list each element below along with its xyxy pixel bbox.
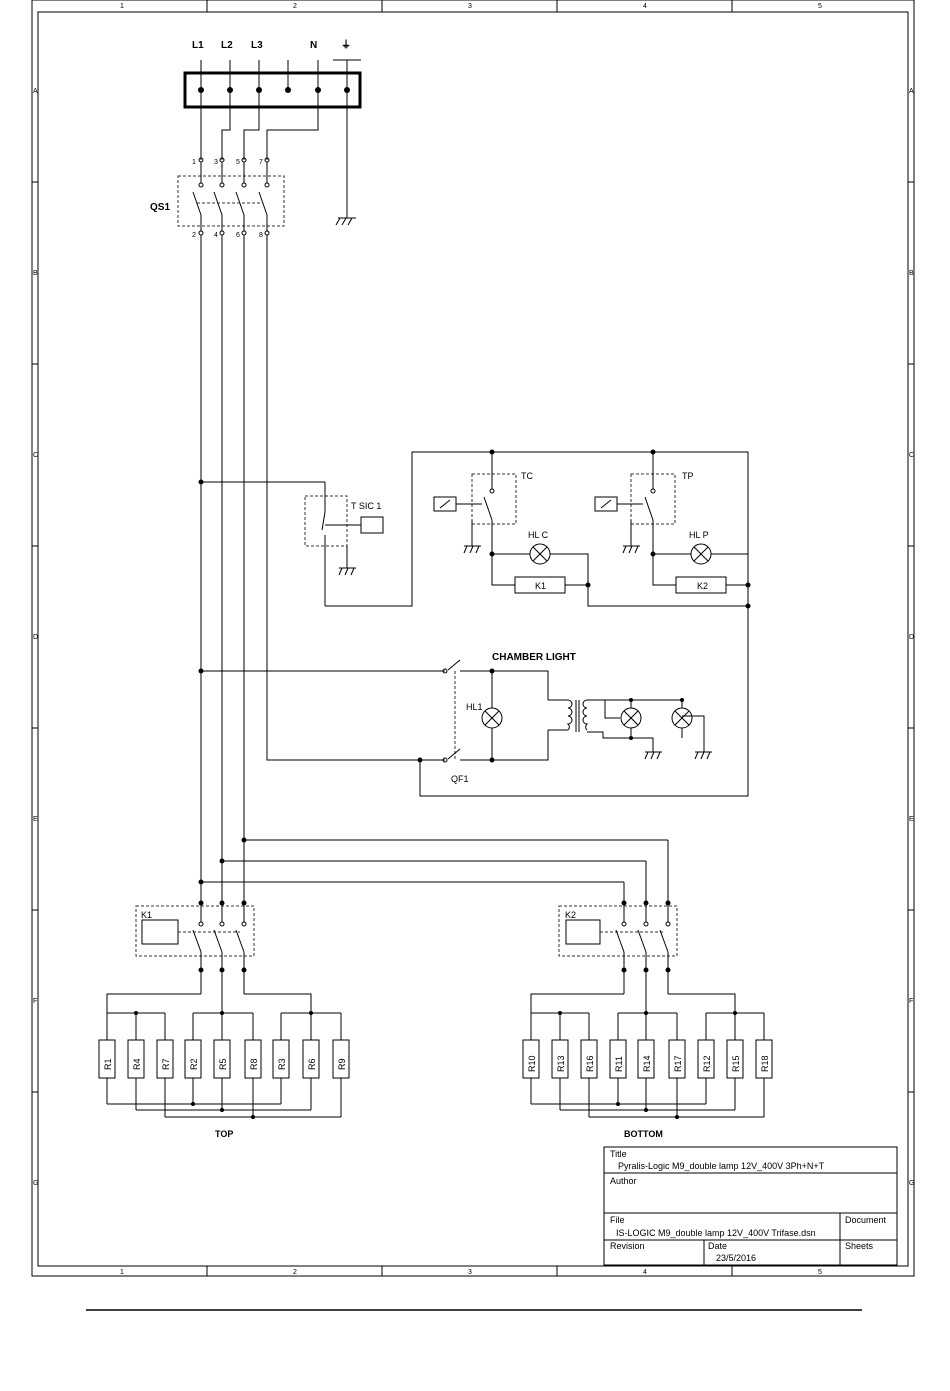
- resistor-r15-label: R15: [731, 1055, 741, 1072]
- resistor-r17-label: R17: [673, 1055, 683, 1072]
- col-label-3: 3: [468, 3, 472, 10]
- col-label-5-bottom: 5: [818, 1269, 822, 1276]
- terminal-pe-label: ⏚: [341, 39, 351, 51]
- col-label-4: 4: [643, 3, 647, 10]
- resistor-r3-label: R3: [277, 1058, 287, 1070]
- qs1-pin-7: 7: [259, 159, 263, 166]
- resistor-r4-label: R4: [132, 1058, 142, 1070]
- drawing-frame: [31, 0, 915, 1277]
- sheets-label: Sheets: [845, 1241, 874, 1251]
- resistor-r2-label: R2: [189, 1058, 199, 1070]
- frame-labels: 1 2 3 4 5 1 2 3 4 5 A B C D E F G A B C …: [33, 3, 914, 1276]
- qs1-pin-6: 6: [236, 232, 240, 239]
- tp-label: TP: [682, 471, 694, 481]
- resistor-r6-label: R6: [307, 1058, 317, 1070]
- col-label-1: 1: [120, 3, 124, 10]
- qs1-pin-1: 1: [192, 159, 196, 166]
- row-label-f-right: F: [909, 998, 913, 1005]
- row-label-c: C: [33, 452, 38, 459]
- document-label: Document: [845, 1215, 887, 1225]
- row-label-b: B: [33, 270, 38, 277]
- k2-label: K2: [565, 910, 576, 920]
- col-label-1-bottom: 1: [120, 1269, 124, 1276]
- col-label-5: 5: [818, 3, 822, 10]
- resistor-r14-label: R14: [642, 1055, 652, 1072]
- chamber-light-circuit: CHAMBER LIGHT HL1: [198, 606, 749, 797]
- col-label-4-bottom: 4: [643, 1269, 647, 1276]
- tc-label: TC: [521, 471, 533, 481]
- date-label: Date: [708, 1241, 727, 1251]
- terminal-l3-label: L3: [251, 40, 263, 51]
- col-label-2: 2: [293, 3, 297, 10]
- qs1-label: QS1: [150, 202, 170, 213]
- k1-coil-label: K1: [535, 581, 546, 591]
- resistor-r13-label: R13: [556, 1055, 566, 1072]
- contactor-feeds: [198, 837, 671, 922]
- k2-contactor: K2: [558, 905, 678, 1010]
- resistor-r12-label: R12: [702, 1055, 712, 1072]
- terminal-l2-label: L2: [221, 40, 233, 51]
- row-label-d-right: D: [909, 634, 914, 641]
- title-value: Pyralis-Logic M9_double lamp 12V_400V 3P…: [618, 1161, 825, 1171]
- resistor-r16-label: R16: [585, 1055, 595, 1072]
- qs1-pin-2: 2: [192, 232, 196, 239]
- title-label: Title: [610, 1149, 627, 1159]
- row-label-c-right: C: [909, 452, 914, 459]
- row-label-d: D: [33, 634, 38, 641]
- bottom-bank-label: BOTTOM: [624, 1129, 663, 1139]
- col-label-3-bottom: 3: [468, 1269, 472, 1276]
- terminal-block: L1 L2 L3 N ⏚: [183, 39, 362, 226]
- row-label-g: G: [33, 1180, 38, 1187]
- hlp-label: HL P: [689, 530, 709, 540]
- chamber-light-title: CHAMBER LIGHT: [492, 652, 576, 663]
- file-label: File: [610, 1215, 625, 1225]
- row-label-a-right: A: [909, 88, 914, 95]
- terminal-n-label: N: [310, 40, 317, 51]
- row-label-e: E: [33, 816, 38, 823]
- resistor-r5-label: R5: [218, 1058, 228, 1070]
- control-circuit: T SIC 1 TC HL C K1: [198, 449, 751, 609]
- top-bank-label: TOP: [215, 1129, 233, 1139]
- terminal-l1-label: L1: [192, 40, 204, 51]
- revision-label: Revision: [610, 1241, 645, 1251]
- tsic-label: T SIC 1: [351, 501, 381, 511]
- row-label-b-right: B: [909, 270, 914, 277]
- author-label: Author: [610, 1176, 637, 1186]
- row-label-g-right: G: [909, 1180, 914, 1187]
- top-resistor-bank: R1 R4 R7 R2 R5 R8 R3 R6 R9 TOP: [98, 993, 350, 1139]
- hl1-label: HL1: [466, 702, 483, 712]
- k2-coil-label: K2: [697, 581, 708, 591]
- phase-buses: [200, 235, 445, 922]
- bottom-resistor-bank: R10 R13 R16 R11 R14 R17 R12 R15 R18 BOTT…: [522, 993, 773, 1139]
- k1-contactor: K1: [135, 905, 255, 1010]
- row-label-f: F: [33, 998, 37, 1005]
- qs1-pin-3: 3: [214, 159, 218, 166]
- date-value: 23/5/2016: [716, 1253, 756, 1263]
- resistor-r18-label: R18: [760, 1055, 770, 1072]
- qs1-switch: QS1 1 3 5 7 2 4 6 8: [150, 157, 285, 239]
- resistor-r7-label: R7: [161, 1058, 171, 1070]
- resistor-r8-label: R8: [249, 1058, 259, 1070]
- row-label-a: A: [33, 88, 38, 95]
- resistor-r10-label: R10: [527, 1055, 537, 1072]
- resistor-r11-label: R11: [614, 1056, 624, 1072]
- resistor-r1-label: R1: [103, 1058, 113, 1070]
- col-label-2-bottom: 2: [293, 1269, 297, 1276]
- qs1-pin-5: 5: [236, 159, 240, 166]
- k1-label: K1: [141, 910, 152, 920]
- row-label-e-right: E: [909, 816, 914, 823]
- file-value: IS-LOGIC M9_double lamp 12V_400V Trifase…: [616, 1228, 816, 1238]
- qs1-pin-4: 4: [214, 232, 218, 239]
- resistor-r9-label: R9: [337, 1058, 347, 1070]
- hlc-label: HL C: [528, 530, 549, 540]
- qf1-label: QF1: [451, 774, 469, 784]
- title-block: Title Pyralis-Logic M9_double lamp 12V_4…: [603, 1146, 898, 1266]
- qs1-pin-8: 8: [259, 232, 263, 239]
